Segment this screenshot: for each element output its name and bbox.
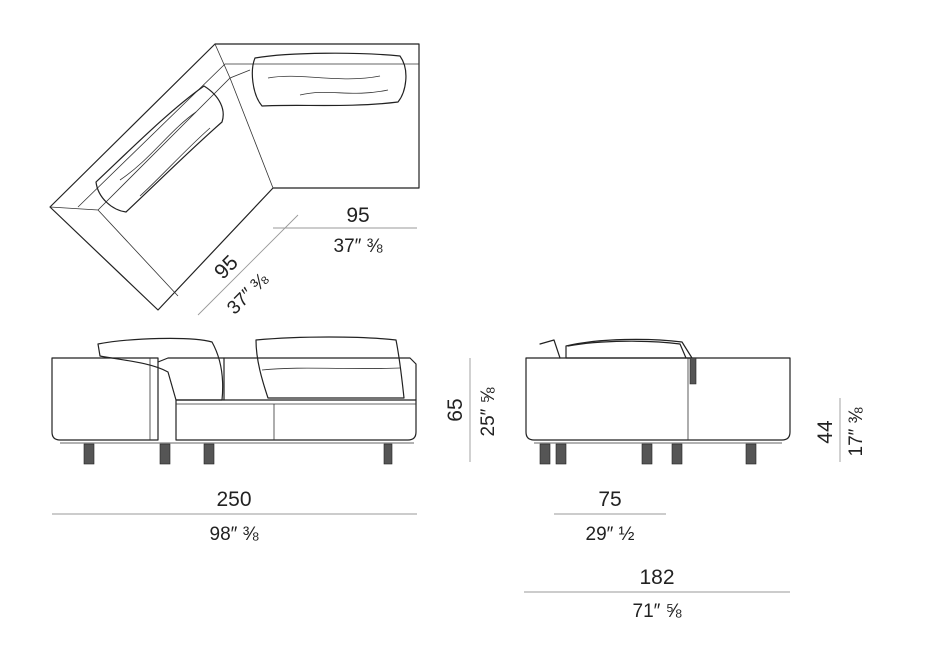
side-width-cm-label: 182 <box>639 566 674 589</box>
front-width-cm-label: 250 <box>216 488 251 511</box>
front-back-right <box>223 357 417 401</box>
side-back-strap <box>689 357 697 385</box>
front-cushion-right-fold <box>261 367 401 371</box>
top-view <box>49 43 420 316</box>
side-view <box>524 338 841 593</box>
top-diag-cm-label: 95 <box>210 251 243 284</box>
side-depth-cm-label: 75 <box>598 488 621 511</box>
front-cushion-right <box>255 336 405 399</box>
side-body <box>525 357 791 441</box>
dim-line-top-diag <box>197 214 299 316</box>
front-left-arm <box>51 357 159 441</box>
top-cushion-right-fold <box>267 75 389 96</box>
top-cushion-left-fold <box>119 111 211 197</box>
side-leg-2 <box>555 443 567 465</box>
front-leg-3 <box>203 443 215 465</box>
side-cushion <box>565 338 693 359</box>
side-leg-4 <box>671 443 683 465</box>
front-height-cm-label: 65 <box>444 398 467 421</box>
side-leg-5 <box>745 443 757 465</box>
front-leg-2 <box>159 443 171 465</box>
top-cushion-left <box>95 85 224 213</box>
front-width-in-label: 98″ ⅜ <box>210 524 259 545</box>
side-width-in-label: 71″ ⅝ <box>633 601 682 622</box>
side-leg-3 <box>641 443 653 465</box>
front-seat <box>175 399 417 441</box>
front-height-in-label: 25″ ⅝ <box>478 387 499 436</box>
front-view <box>51 336 471 515</box>
front-cushion-left <box>97 337 224 401</box>
top-backrest-inner <box>77 63 419 208</box>
top-seat-edge <box>214 43 274 189</box>
side-depth-in-label: 29″ ½ <box>586 524 635 545</box>
top-cushion-right <box>251 52 407 107</box>
top-right-in-label: 37″ ⅜ <box>334 236 383 257</box>
top-arm-edge <box>49 206 179 297</box>
top-right-cm-label: 95 <box>346 204 369 227</box>
top-backrest-inner-2 <box>97 69 251 211</box>
front-leg-4 <box>383 443 393 465</box>
side-seat-cm-label: 44 <box>814 420 837 444</box>
side-seat-in-label: 17″ ⅜ <box>846 407 867 456</box>
side-leg-1 <box>539 443 551 465</box>
front-leg-1 <box>83 443 95 465</box>
side-back-top <box>539 339 687 359</box>
front-back-left <box>157 357 225 401</box>
